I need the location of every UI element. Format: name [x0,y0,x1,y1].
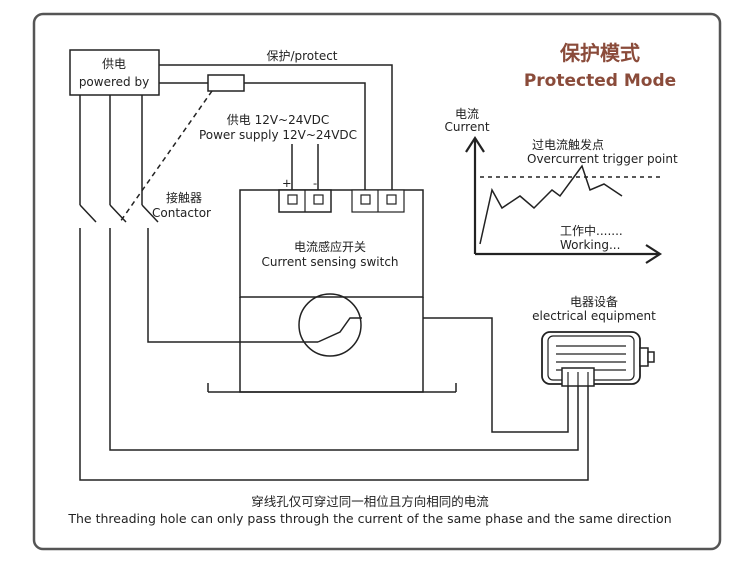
threading-hole [298,293,362,357]
title-zh: 保护模式 [559,41,640,65]
terminal-minus-label: - [313,176,317,190]
graph-x-arrow [645,244,663,264]
trigger-label-en: Overcurrent trigger point [527,152,678,166]
equipment-label-zh: 电器设备 [570,295,618,309]
graph-y-label-en: Current [444,120,489,134]
working-label-en: Working... [560,238,620,252]
wire-through-hole [317,317,362,343]
graph-y-arrow [465,135,485,153]
contactor-label-en: Contactor [152,206,211,220]
terminal-plus [287,194,298,205]
contactor-label-zh: 接触器 [166,190,202,205]
terminal-out-1 [360,194,371,205]
terminal-plus-label: + [282,176,292,190]
terminal-out-2 [386,194,397,205]
phase-wire-3-bottom [147,228,318,343]
coil-wire-right [244,82,366,190]
caption-zh: 穿线孔仅可穿过同一相位且方向相同的电流 [251,494,489,509]
protect-wire [159,64,393,190]
power-label-zh: 供电 [102,57,126,71]
terminal-minus [313,194,324,205]
diagram-frame [32,12,722,551]
protect-label: 保护/protect [266,49,337,63]
sensing-switch-base [239,297,424,393]
power-source-box [69,49,160,96]
supply-label-en: Power supply 12V~24VDC [199,128,357,142]
supply-label-zh: 供电 12V~24VDC [227,113,329,127]
motor [541,331,655,387]
equipment-feed-wire [423,317,569,433]
contactor-switch-2 [109,204,127,223]
trigger-label-zh: 过电流触发点 [532,137,604,152]
current-curve [479,164,623,245]
equipment-label-en: electrical equipment [532,309,656,323]
contactor-switch-3 [141,204,159,223]
sensor-label-en: Current sensing switch [261,255,398,269]
sensor-label-zh: 电流感应开关 [294,239,366,254]
contactor-switch-1 [79,204,97,223]
graph-y-label-zh: 电流 [455,107,479,121]
title-en: Protected Mode [524,71,676,91]
power-label-en: powered by [79,75,149,89]
working-label-zh: 工作中....... [560,223,623,238]
phase-wire-2-bottom [109,228,579,451]
fuse-element [207,74,245,92]
caption-en: The threading hole can only pass through… [67,511,671,526]
phase-wire-1-bottom [79,228,589,481]
